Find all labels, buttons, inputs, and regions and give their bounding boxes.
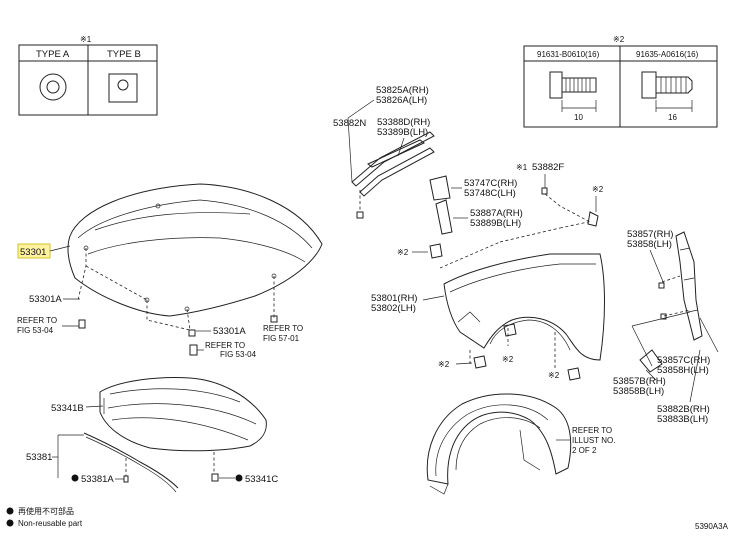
- support-c-lh-label[interactable]: 53858H(LH): [657, 365, 709, 376]
- support-rh-label[interactable]: 53857(RH): [627, 229, 673, 240]
- refer3-line1[interactable]: REFER TO: [263, 324, 303, 333]
- bolt-table: ※2 91631-B0610(16) 91635-A0616(16) 10: [523, 35, 718, 128]
- mark2-bottom-right[interactable]: ※2: [548, 371, 560, 380]
- seal-clip-label[interactable]: 53381A: [81, 474, 114, 485]
- support-b-rh-label[interactable]: 53857B(RH): [613, 376, 666, 387]
- seal-strip: [83, 432, 179, 489]
- mark2-center[interactable]: ※2: [502, 355, 514, 364]
- bolt-icon: [587, 211, 599, 227]
- bolt-b-icon: [641, 71, 693, 112]
- type-b-header: TYPE B: [107, 49, 141, 60]
- refer2-line1[interactable]: REFER TO: [205, 341, 245, 350]
- liner-rh-label[interactable]: 53882B(RH): [657, 404, 710, 415]
- support-b-lh-label[interactable]: 53858B(LH): [613, 386, 664, 397]
- support-c-rh-label[interactable]: 53857C(RH): [657, 355, 710, 366]
- fender-lh-label[interactable]: 53802(LH): [371, 303, 416, 314]
- type-table: ※1 TYPE A TYPE B: [18, 35, 158, 116]
- fender-liner-drawing: [426, 393, 572, 495]
- clip-f-mark[interactable]: ※1: [516, 163, 528, 172]
- molding-rh-label[interactable]: 53825A(RH): [376, 85, 429, 96]
- fender-drawing: [439, 221, 605, 368]
- nonreusable-dot-icon-2: [235, 474, 243, 482]
- bolt-icon-4: [503, 323, 517, 337]
- refer-illust-line1[interactable]: REFER TO: [572, 426, 612, 435]
- fender-rh-label[interactable]: 53801(RH): [371, 293, 417, 304]
- type-a-washer-icon: [39, 73, 67, 101]
- legend-dot-icon-2: [6, 519, 14, 527]
- type-table-mark: ※1: [80, 35, 92, 44]
- bolt-icon-3: [473, 355, 487, 369]
- nonreusable-dot-icon: [71, 474, 79, 482]
- cover-lh-label[interactable]: 53889B(LH): [470, 218, 521, 229]
- mark2-top[interactable]: ※2: [592, 185, 604, 194]
- insulator-drawing: [99, 377, 267, 452]
- hood-label[interactable]: 53301: [20, 247, 46, 258]
- support-drawing: [631, 231, 719, 373]
- refer1-line1[interactable]: REFER TO: [17, 316, 57, 325]
- mark2-bottom-left[interactable]: ※2: [438, 360, 450, 369]
- seal-d-rh-label[interactable]: 53388D(RH): [377, 117, 430, 128]
- legend-en: Non-reusable part: [18, 519, 83, 528]
- cover-drawing: [435, 199, 453, 235]
- bracket-drawing: [429, 175, 451, 201]
- clip-f-label[interactable]: 53882F: [532, 162, 564, 173]
- refer3-line2[interactable]: FIG 57-01: [263, 334, 300, 343]
- hood-a-label[interactable]: 53301A: [29, 294, 62, 305]
- legend-dot-icon: [6, 507, 14, 515]
- molding-lh-label[interactable]: 53826A(LH): [376, 95, 427, 106]
- bracket-rh-label[interactable]: 53747C(RH): [464, 178, 517, 189]
- liner-lh-label[interactable]: 53883B(LH): [657, 414, 708, 425]
- molding-drawing: [351, 131, 435, 219]
- seal-n-label[interactable]: 53882N: [333, 118, 366, 129]
- bolt-icon-5: [567, 367, 581, 381]
- bolt-icon-2: [429, 243, 443, 259]
- legend-jp: 再使用不可部品: [18, 506, 74, 516]
- hood-drawing: [67, 183, 323, 356]
- refer-illust-line2[interactable]: ILLUST NO.: [572, 436, 615, 445]
- bolt-b-partno: 91635-A0616(16): [636, 50, 699, 59]
- type-a-header: TYPE A: [36, 49, 70, 60]
- mark2-left[interactable]: ※2: [397, 248, 409, 257]
- bolt-a-icon: [549, 71, 597, 112]
- bracket-lh-label[interactable]: 53748C(LH): [464, 188, 516, 199]
- bolt-a-partno: 91631-B0610(16): [537, 50, 600, 59]
- seal-d-lh-label[interactable]: 53389B(LH): [377, 127, 428, 138]
- bolt-table-mark: ※2: [613, 35, 625, 44]
- refer2-line2[interactable]: FIG 53-04: [220, 350, 257, 359]
- support-lh-label[interactable]: 53858(LH): [627, 239, 672, 250]
- bolt-b-length: 16: [668, 113, 677, 122]
- refer-illust-line3[interactable]: 2 OF 2: [572, 446, 597, 455]
- diagram-code: 5390A3A: [695, 522, 729, 531]
- type-b-square-nut-icon: [108, 73, 138, 103]
- hood-a2-label[interactable]: 53301A: [213, 326, 246, 337]
- cover-rh-label[interactable]: 53887A(RH): [470, 208, 523, 219]
- refer1-line2[interactable]: FIG 53-04: [17, 326, 54, 335]
- clip-label[interactable]: 53341C: [245, 474, 278, 485]
- seal-label[interactable]: 53381: [26, 452, 52, 463]
- bolt-a-length: 10: [574, 113, 583, 122]
- insulator-label[interactable]: 53341B: [51, 403, 84, 414]
